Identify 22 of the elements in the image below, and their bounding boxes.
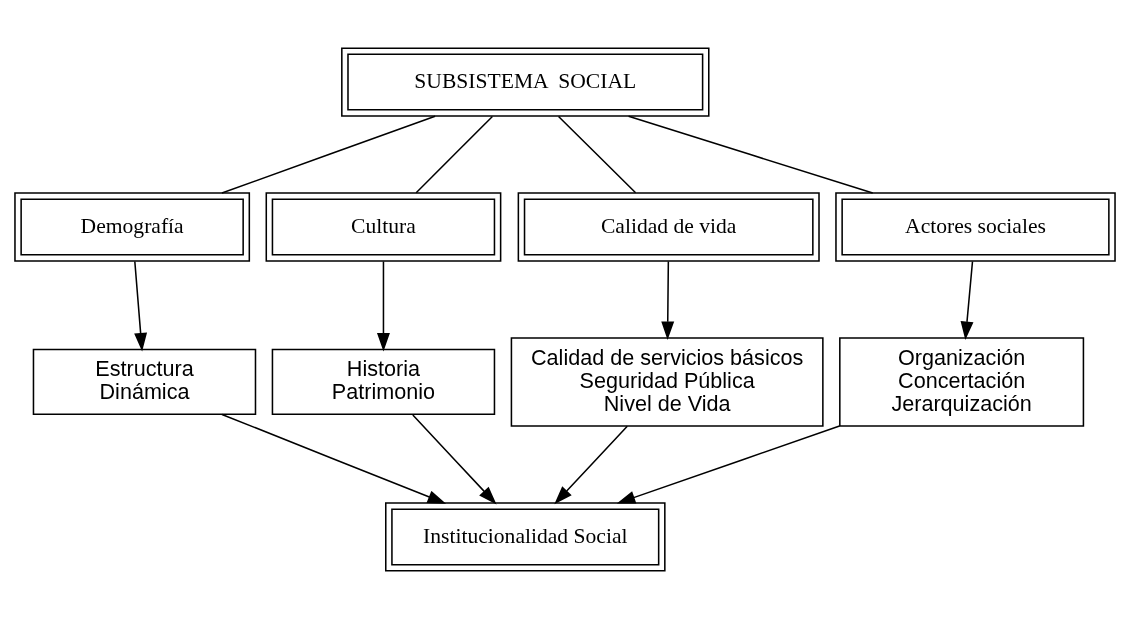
arrow: [616, 425, 841, 504]
connector: [557, 115, 637, 194]
node-box: Actores sociales: [835, 192, 1116, 262]
connector: [221, 115, 436, 194]
node-box: SUBSISTEMA SOCIAL: [341, 47, 710, 117]
arrow: [134, 260, 148, 352]
arrow: [554, 425, 629, 505]
arrow: [221, 413, 447, 504]
node-box: Institucionalidad Social: [385, 502, 666, 572]
arrow: [960, 260, 974, 341]
node-box: Historia Patrimonio: [271, 348, 496, 416]
node-box: Cultura: [265, 192, 502, 262]
arrow: [661, 260, 675, 341]
node-box: Estructura Dinámica: [32, 348, 257, 416]
node-box: Calidad de servicios básicos Seguridad Pública Nivel de Vida: [510, 337, 824, 427]
node-box: Calidad de vida: [517, 192, 820, 262]
connector: [627, 115, 874, 194]
node-box: Demografía: [14, 192, 251, 262]
arrow: [376, 260, 390, 352]
arrow: [412, 414, 497, 505]
connector: [415, 115, 494, 194]
node-box: Organización Concertación Jerarquización: [839, 337, 1085, 427]
